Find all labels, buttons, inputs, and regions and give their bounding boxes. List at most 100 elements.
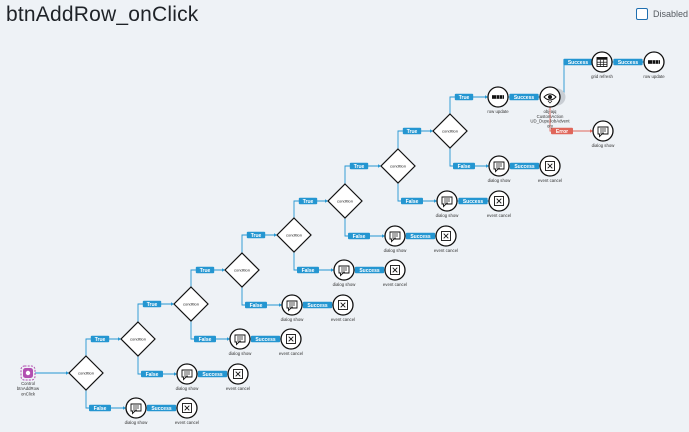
connector-line — [549, 107, 593, 132]
dialog-icon — [181, 369, 193, 381]
node-label: event cancel — [434, 248, 458, 253]
node-d4[interactable]: dialog show — [281, 294, 305, 322]
arrowhead-icon — [227, 337, 230, 341]
node-d8[interactable]: dialog show — [488, 155, 512, 183]
svg-text:False: False — [250, 303, 263, 309]
node-label: dialog show — [436, 213, 460, 218]
node-e8[interactable]: event cancel — [538, 155, 562, 183]
node-c3[interactable]: condition — [173, 286, 209, 322]
node-ru2[interactable]: row update — [643, 51, 665, 79]
disabled-checkbox[interactable] — [636, 8, 648, 20]
node-c1[interactable]: condition — [68, 355, 104, 391]
node-c2[interactable]: condition — [120, 321, 156, 357]
node-d5[interactable]: dialog show — [333, 259, 357, 287]
node-ru1[interactable]: row update — [487, 86, 509, 114]
svg-text:Success: Success — [202, 372, 223, 378]
node-label: ory — [547, 123, 554, 128]
dialog-icon — [130, 403, 142, 415]
node-e3[interactable]: event cancel — [279, 328, 303, 356]
node-label: CustomAction — [537, 114, 564, 119]
node-c5[interactable]: condition — [276, 217, 312, 253]
eye-icon — [543, 93, 557, 104]
connector-line — [449, 148, 489, 167]
condition-diamond — [276, 217, 312, 253]
page-title: btnAddRow_onClick — [6, 3, 199, 26]
disabled-toggle[interactable]: Disabled — [636, 8, 688, 20]
node-gr[interactable]: grid refresh — [591, 51, 613, 79]
node-c7[interactable]: condition — [380, 148, 416, 184]
node-c6[interactable]: condition — [327, 183, 363, 219]
svg-text:True: True — [459, 95, 470, 101]
node-e6[interactable]: event cancel — [434, 225, 458, 253]
svg-text:True: True — [147, 302, 158, 308]
node-d6[interactable]: dialog show — [384, 225, 408, 253]
node-c4[interactable]: condition — [224, 252, 260, 288]
arrowhead-icon — [123, 406, 126, 410]
edge-label-true: True — [90, 335, 110, 343]
arrowhead-icon — [279, 303, 282, 307]
condition-diamond — [120, 321, 156, 357]
node-label: event cancel — [487, 213, 511, 218]
node-e4[interactable]: event cancel — [331, 294, 355, 322]
arrowhead-icon — [174, 372, 177, 376]
svg-text:Success: Success — [359, 268, 380, 274]
edge-label-success: Success — [146, 404, 177, 412]
node-label: obj-ajq — [544, 109, 558, 114]
dialog-icon — [286, 300, 298, 312]
svg-text:False: False — [406, 199, 419, 205]
svg-text:Success: Success — [151, 406, 172, 412]
svg-text:False: False — [199, 337, 212, 343]
arrowhead-icon — [486, 164, 489, 168]
connector-line — [344, 165, 381, 184]
arrowhead-icon — [430, 129, 433, 133]
connector-line — [85, 338, 121, 356]
node-label: dialog show — [384, 248, 408, 253]
node-d7[interactable]: dialog show — [436, 190, 460, 218]
arrowhead-icon — [222, 268, 225, 272]
node-label: UD_DupeJobAdvent — [530, 119, 570, 124]
node-e1[interactable]: event cancel — [175, 397, 199, 425]
node-e2[interactable]: event cancel — [226, 363, 250, 391]
node-label: dialog show — [176, 386, 200, 391]
node-e7[interactable]: event cancel — [487, 190, 511, 218]
edge-label-false: False — [297, 266, 319, 274]
edge-label-false: False — [401, 197, 423, 205]
node-d3[interactable]: dialog show — [229, 328, 253, 356]
connector-line — [241, 287, 282, 306]
condition-text: condition — [390, 164, 406, 169]
node-d1[interactable]: dialog show — [125, 397, 149, 425]
grid-icon — [596, 57, 608, 67]
node-label: event cancel — [383, 282, 407, 287]
close-box-icon — [182, 403, 192, 413]
node-label: event cancel — [331, 317, 355, 322]
svg-text:True: True — [95, 337, 106, 343]
arrowhead-icon — [325, 199, 328, 203]
node-label: row update — [643, 74, 665, 79]
node-label: dialog show — [488, 178, 512, 183]
condition-text: condition — [337, 199, 353, 204]
arrowhead-icon — [590, 129, 593, 133]
svg-text:False: False — [458, 164, 471, 170]
svg-text:Success: Success — [463, 199, 484, 205]
connector-line — [241, 234, 277, 253]
edge-label-true: True — [195, 266, 215, 274]
connector-line — [397, 183, 437, 202]
svg-text:Success: Success — [255, 337, 276, 343]
node-d2[interactable]: dialog show — [176, 363, 200, 391]
edge-label-success: Success — [458, 197, 488, 205]
node-e5[interactable]: event cancel — [383, 259, 407, 287]
node-label: dialog show — [125, 420, 149, 425]
edge-label-error: Error — [551, 127, 573, 135]
edge-label-false: False — [245, 301, 267, 309]
node-c8[interactable]: condition — [432, 113, 468, 149]
close-box-icon — [338, 300, 348, 310]
condition-text: condition — [286, 233, 302, 238]
edge-label-success: Success — [354, 266, 385, 274]
connector-line — [344, 218, 385, 237]
connector-line — [560, 61, 592, 98]
arrowhead-icon — [66, 371, 69, 375]
node-d9[interactable]: dialog show — [592, 120, 616, 148]
